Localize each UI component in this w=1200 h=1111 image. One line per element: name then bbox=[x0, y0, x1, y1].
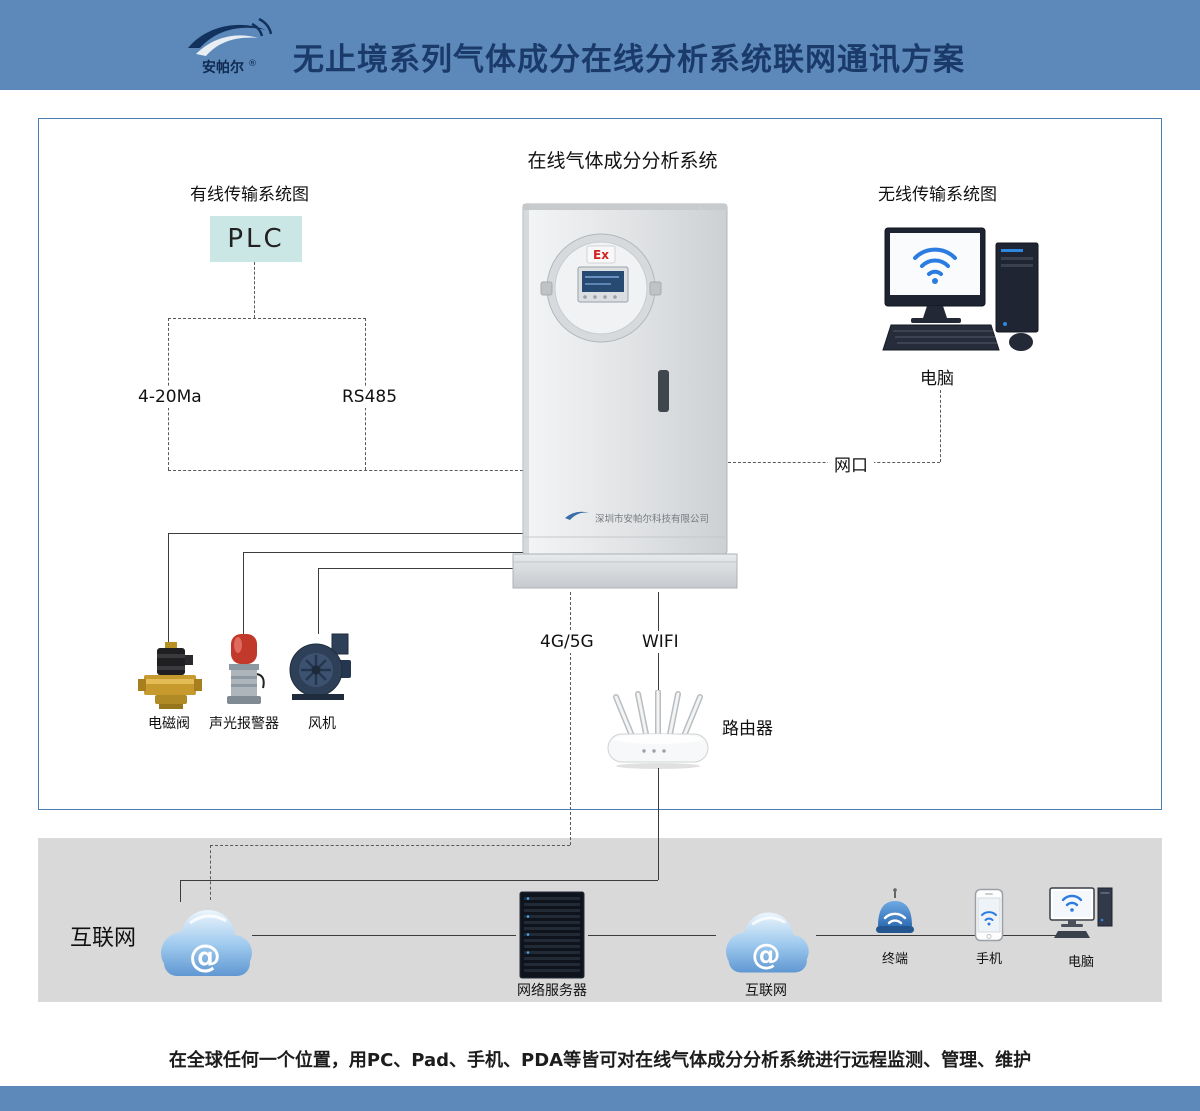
server-label: 网络服务器 bbox=[517, 983, 587, 999]
device-label-alarm: 声光报警器 bbox=[209, 716, 279, 732]
dashed-connector bbox=[940, 390, 941, 462]
wireless-section-label: 无线传输系统图 bbox=[878, 185, 997, 205]
solid-connector bbox=[658, 768, 659, 880]
solid-connector bbox=[318, 568, 523, 569]
anpaer-logo-icon: 安帕尔 ® bbox=[188, 17, 273, 76]
solid-connector bbox=[243, 552, 523, 553]
plc-label: PLC bbox=[227, 224, 285, 254]
logo-text: 安帕尔 bbox=[202, 59, 244, 76]
solid-connector bbox=[243, 552, 244, 636]
router-label: 路由器 bbox=[722, 719, 773, 739]
solid-connector bbox=[180, 880, 181, 902]
device-label-valve: 电磁阀 bbox=[148, 716, 190, 732]
internet-cloud: @ bbox=[161, 910, 252, 976]
svg-text:深圳市安帕尔科技有限公司: 深圳市安帕尔科技有限公司 bbox=[595, 513, 709, 525]
logo-reg-mark: ® bbox=[248, 59, 257, 69]
network-server bbox=[519, 891, 585, 979]
cellular-label: 4G/5G bbox=[534, 631, 600, 653]
lan-port-label: 网口 bbox=[828, 450, 874, 477]
wifi-icon bbox=[1061, 894, 1083, 912]
dashed-connector bbox=[168, 318, 366, 319]
terminal-label: 终端 bbox=[881, 952, 908, 967]
footer-description: 在全球任何一个位置，用PC、Pad、手机、PDA等皆可对在线气体成分分析系统进行… bbox=[168, 1050, 1032, 1071]
dashed-connector bbox=[168, 470, 523, 471]
device-label-fan: 风机 bbox=[308, 716, 336, 732]
cabinet-display bbox=[577, 266, 629, 303]
wifi-icon bbox=[981, 911, 997, 926]
smartphone bbox=[974, 888, 1004, 942]
page-title: 无止境系列气体成分在线分析系统联网通讯方案 bbox=[293, 42, 965, 78]
computer-label: 电脑 bbox=[920, 369, 954, 389]
terminal-device bbox=[876, 888, 914, 933]
solid-connector bbox=[252, 935, 516, 936]
solid-connector bbox=[168, 533, 169, 645]
router bbox=[607, 690, 709, 769]
sound-light-alarm bbox=[227, 634, 265, 704]
solid-connector bbox=[588, 935, 716, 936]
solid-connector bbox=[318, 568, 319, 634]
pc-tower bbox=[995, 242, 1039, 333]
solenoid-valve bbox=[138, 642, 202, 709]
wifi-icon bbox=[913, 247, 957, 284]
footer-bar bbox=[0, 1086, 1200, 1111]
ex-mark: Ex bbox=[593, 248, 609, 262]
mouse bbox=[1009, 333, 1033, 351]
remote-pc bbox=[1049, 887, 1113, 938]
analog-signal-label: 4-20Ma bbox=[132, 386, 208, 408]
fan bbox=[289, 633, 351, 700]
header-bar: 安帕尔 ® 无止境系列气体成分在线分析系统联网通讯方案 bbox=[0, 0, 1200, 90]
at-symbol: @ bbox=[751, 937, 780, 971]
pc-label: 电脑 bbox=[1067, 955, 1094, 970]
solid-connector bbox=[168, 533, 523, 534]
plc-box: PLC bbox=[210, 216, 302, 262]
cloud2-label: 互联网 bbox=[745, 983, 787, 999]
cabinet-handle bbox=[658, 370, 669, 412]
rs485-label: RS485 bbox=[336, 386, 404, 408]
wireless-computer bbox=[882, 227, 1039, 351]
solid-connector bbox=[180, 880, 658, 881]
dashed-connector bbox=[570, 592, 571, 845]
internet-title: 互联网 bbox=[70, 926, 137, 951]
dashed-connector bbox=[210, 845, 570, 846]
wifi-label: WIFI bbox=[636, 631, 685, 653]
at-symbol: @ bbox=[189, 937, 221, 975]
dashed-connector bbox=[254, 262, 255, 318]
dashed-connector bbox=[210, 845, 211, 900]
cabinet-brand: 深圳市安帕尔科技有限公司 bbox=[565, 511, 709, 525]
wired-section-label: 有线传输系统图 bbox=[190, 185, 309, 205]
phone-label: 手机 bbox=[975, 952, 1002, 967]
internet-cloud: @ bbox=[726, 912, 809, 973]
solid-connector bbox=[816, 935, 1082, 936]
system-title: 在线气体成分分析系统 bbox=[527, 150, 718, 172]
analyzer-cabinet: Ex 深圳市安帕尔科技有限公司 bbox=[512, 203, 738, 589]
